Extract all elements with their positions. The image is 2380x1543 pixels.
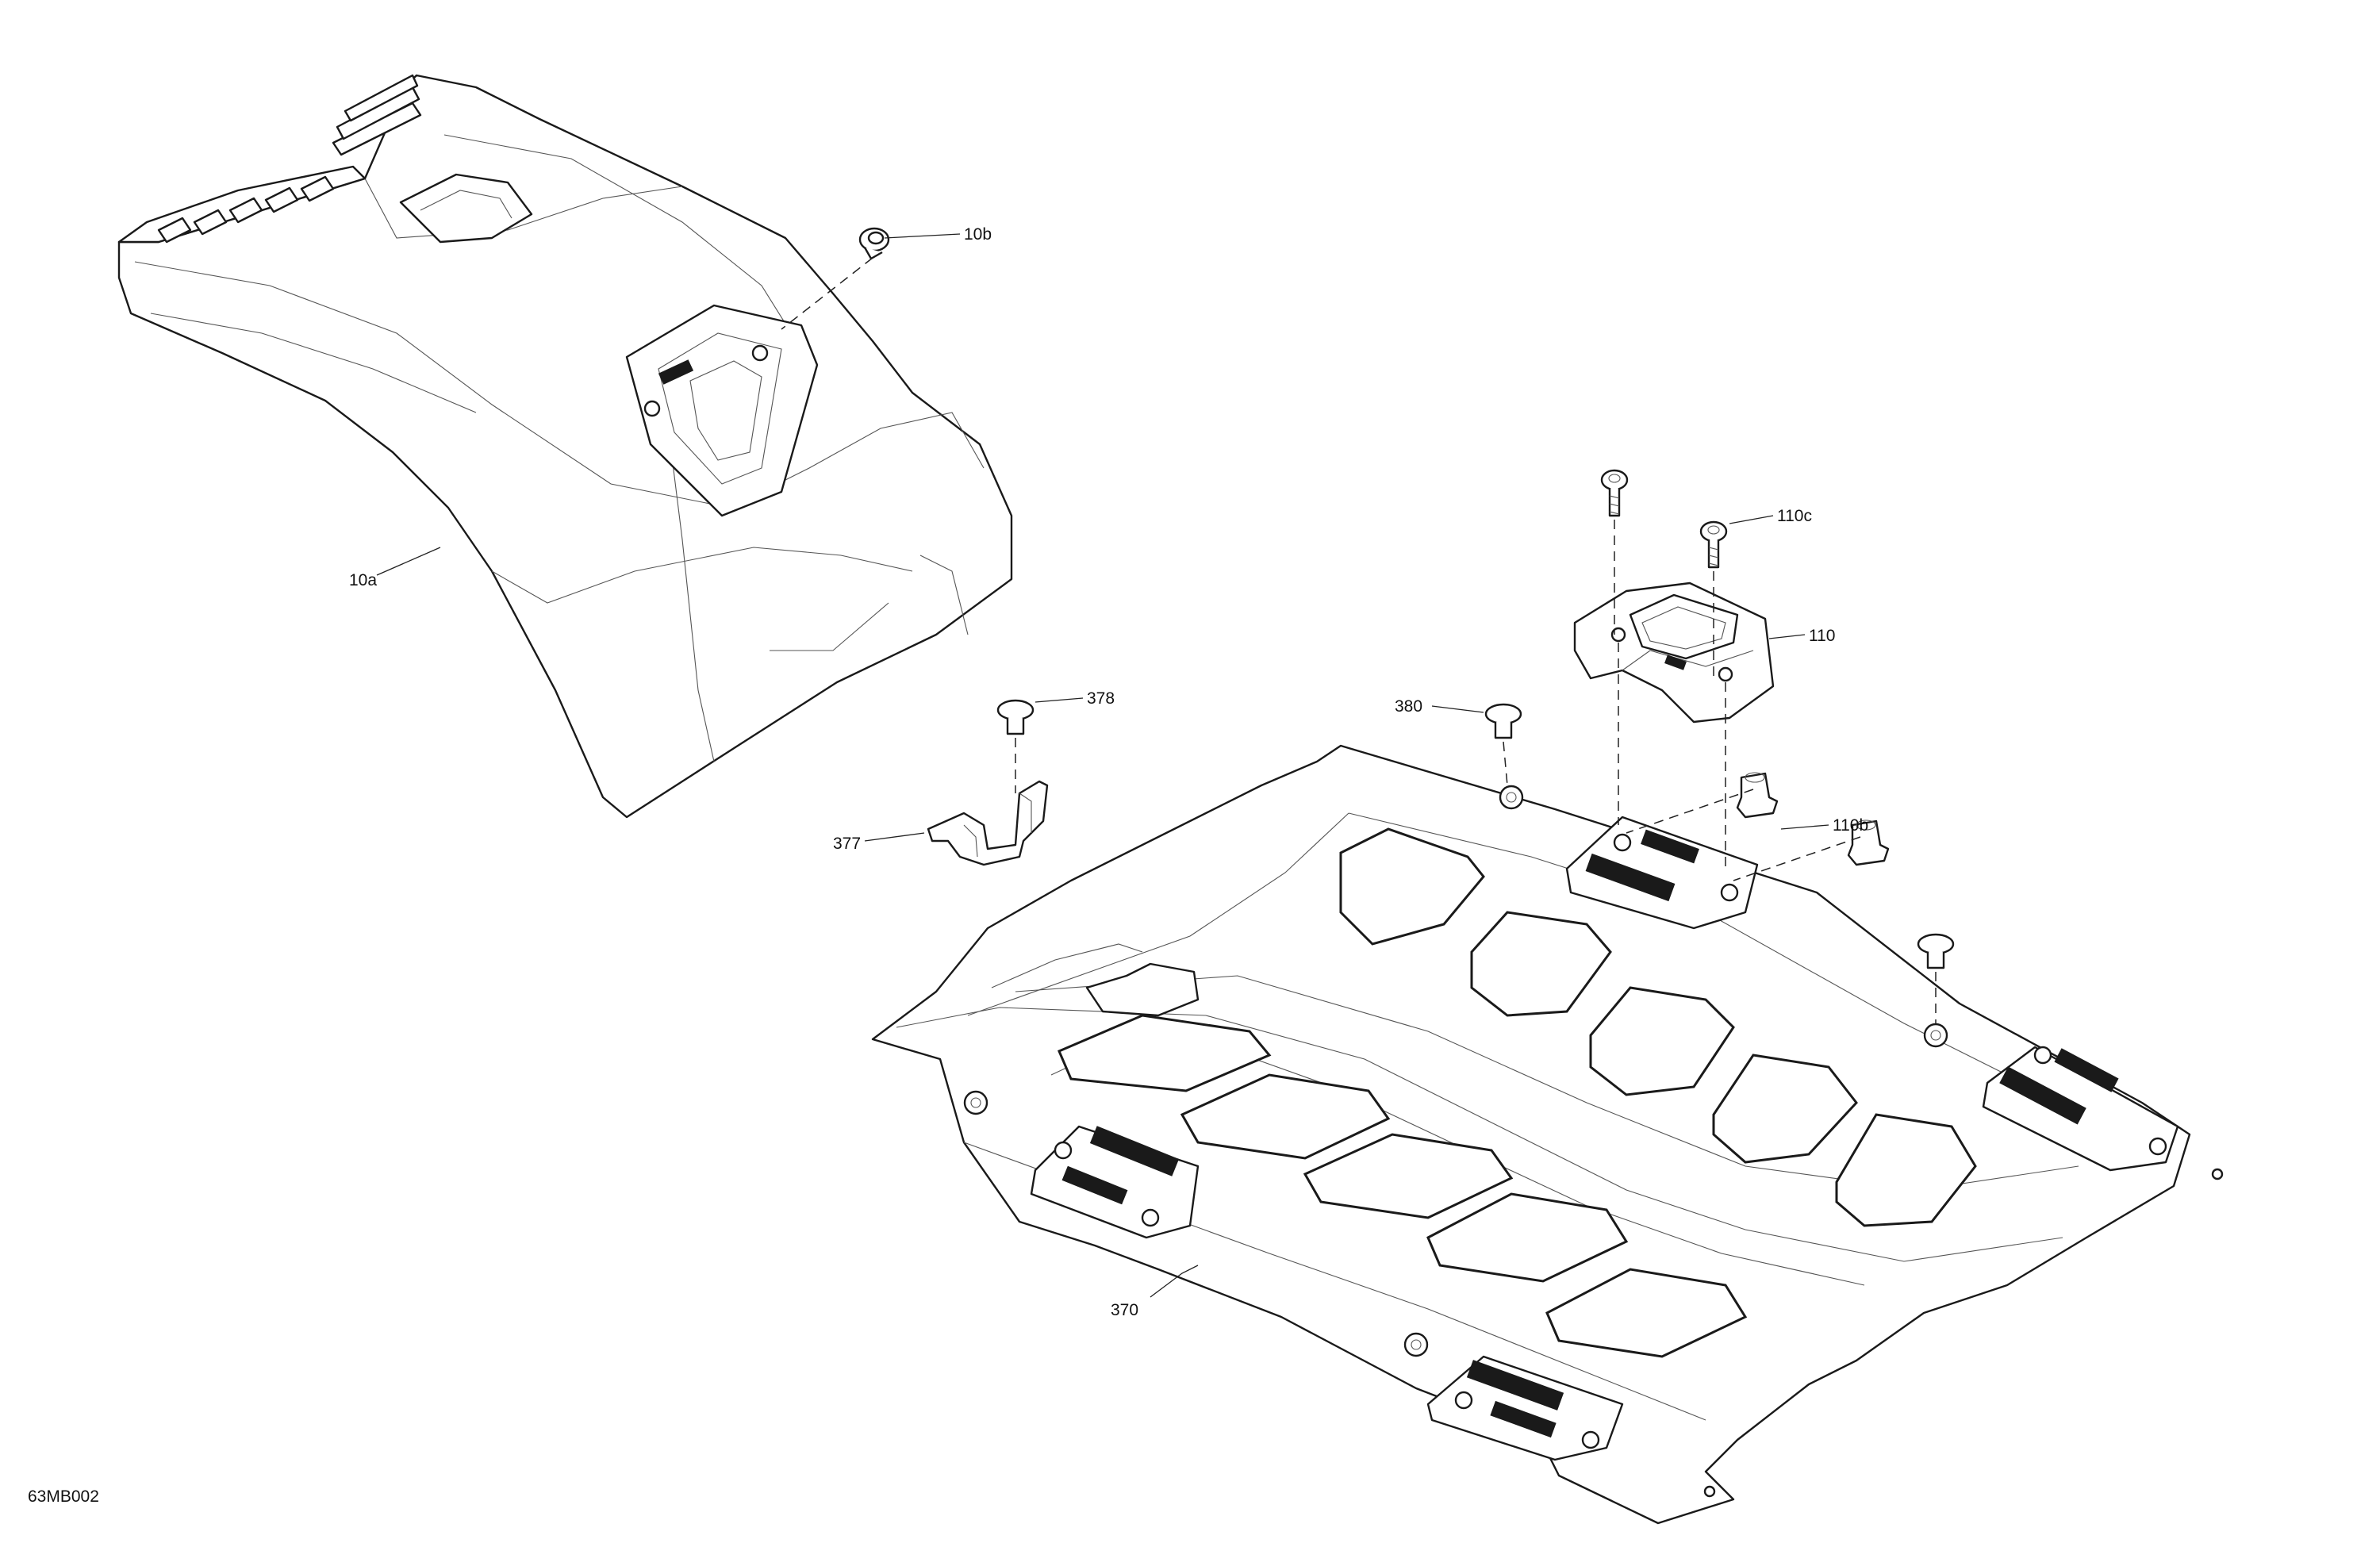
part-110b-nuts	[1736, 772, 1890, 866]
vent-block-left	[1030, 1125, 1200, 1239]
part-377-clip	[927, 780, 1049, 866]
callout-110b: 110b	[1833, 816, 1868, 835]
callout-370: 370	[1111, 1301, 1138, 1319]
part-10a-cover	[117, 74, 1013, 819]
part-370-skid-plate	[871, 744, 2224, 1525]
callout-10a: 10a	[349, 571, 377, 589]
callout-labels: 10b 10a 110c 110 110b 380 378 377 370	[349, 225, 1868, 1319]
callout-377: 377	[833, 835, 861, 853]
callout-378: 378	[1087, 689, 1115, 708]
callout-110: 110	[1809, 627, 1835, 645]
part-380-push-pins	[1484, 703, 1955, 969]
alignment-lines	[781, 257, 1937, 1023]
diagram-code: 63MB002	[28, 1487, 99, 1506]
vent-block-right	[1982, 1046, 2179, 1172]
vent-block-top	[1565, 816, 1759, 930]
part-10b-fastener	[858, 227, 890, 260]
vent-block-bottom	[1426, 1355, 1624, 1461]
leader-lines	[376, 233, 1829, 1298]
callout-110c: 110c	[1777, 507, 1812, 525]
callout-380: 380	[1395, 697, 1422, 716]
part-110c-screws	[1600, 469, 1728, 569]
callout-10b: 10b	[964, 225, 992, 244]
part-110-bracket	[1573, 582, 1775, 724]
part-378-push-pin	[996, 699, 1035, 735]
fins	[157, 74, 422, 244]
